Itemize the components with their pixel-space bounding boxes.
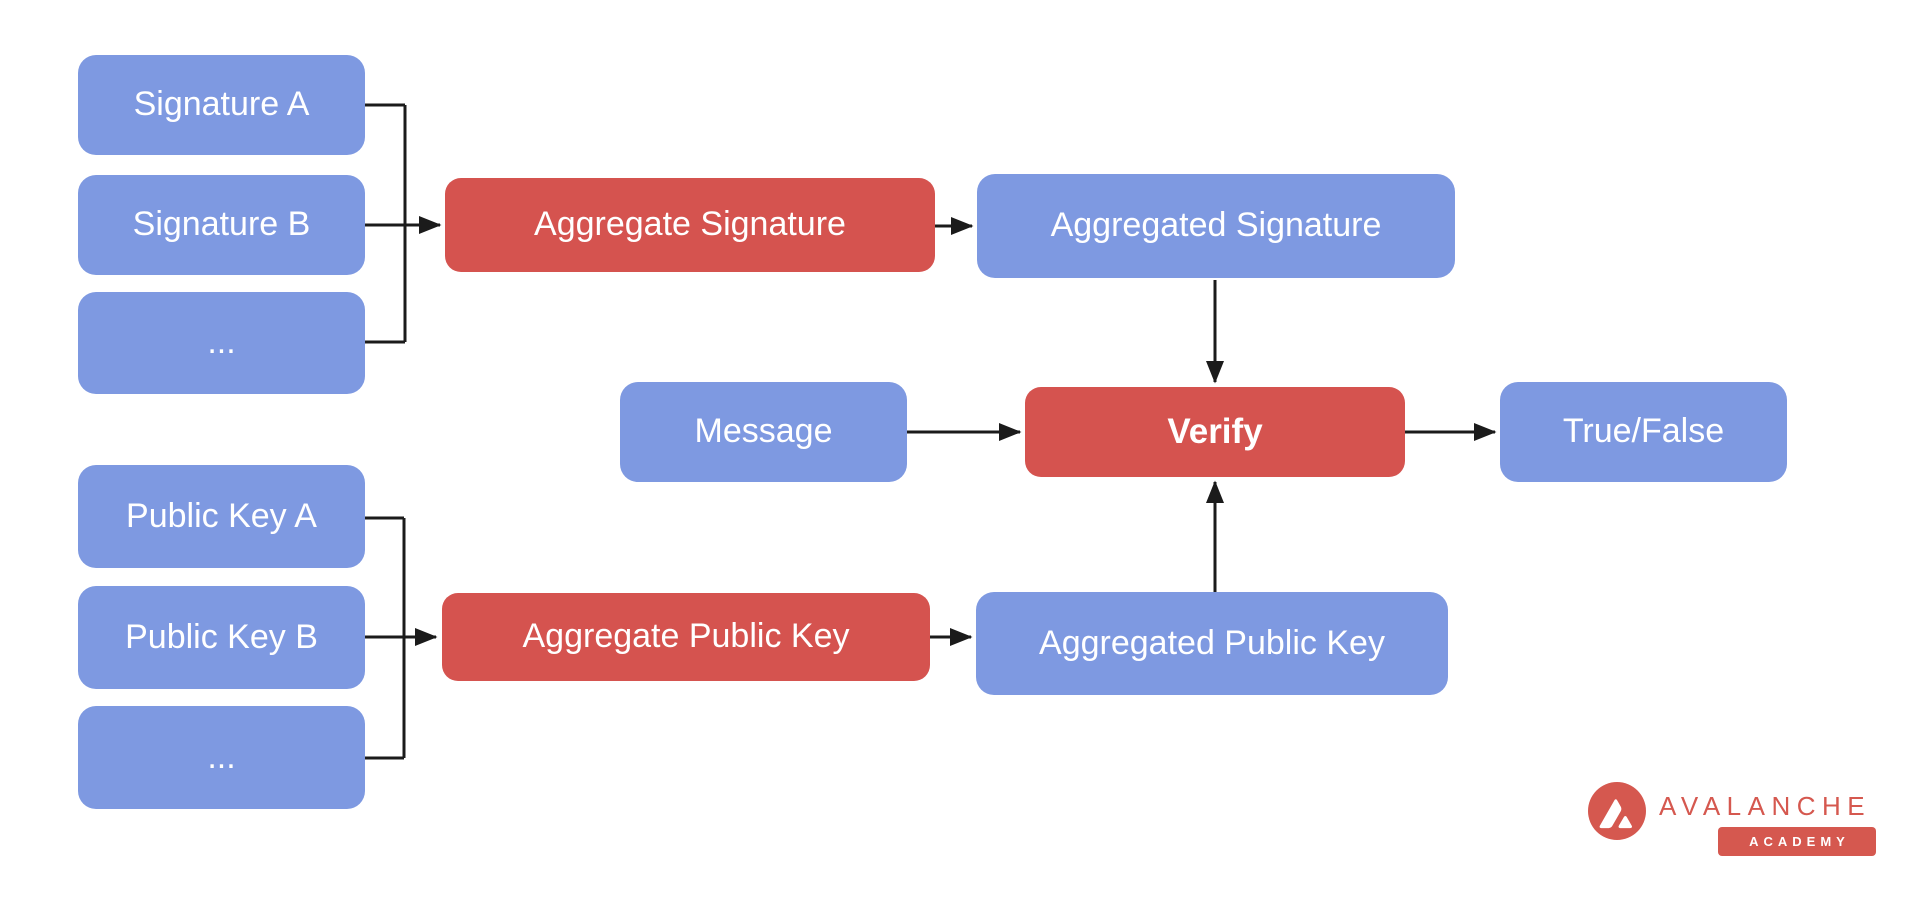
- logo-badge-text: ACADEMY: [1749, 834, 1850, 849]
- logo-academy-badge: ACADEMY: [1718, 827, 1876, 856]
- node-label: Message: [694, 412, 833, 451]
- node-label: ...: [207, 737, 236, 776]
- node-label: Aggregate Signature: [534, 205, 846, 244]
- node-label: Signature A: [133, 85, 310, 124]
- node-verify: Verify: [1025, 387, 1405, 477]
- node-public-key-ellipsis: ...: [78, 706, 365, 809]
- node-label: Aggregate Public Key: [522, 617, 850, 656]
- node-label: Aggregated Public Key: [1039, 623, 1385, 662]
- node-signature-a: Signature A: [78, 55, 365, 155]
- node-label: Verify: [1167, 411, 1263, 451]
- node-signature-ellipsis: ...: [78, 292, 365, 394]
- node-public-key-a: Public Key A: [78, 465, 365, 568]
- node-signature-b: Signature B: [78, 175, 365, 275]
- node-message: Message: [620, 382, 907, 482]
- node-label: True/False: [1562, 412, 1725, 451]
- node-public-key-b: Public Key B: [78, 586, 365, 689]
- node-true-false: True/False: [1500, 382, 1787, 482]
- node-label: Aggregated Signature: [1050, 206, 1382, 245]
- avalanche-triangle-icon: [1588, 782, 1646, 840]
- node-aggregate-signature: Aggregate Signature: [445, 178, 935, 272]
- logo-brand-text: AVALANCHE: [1659, 791, 1872, 821]
- node-aggregated-signature: Aggregated Signature: [977, 174, 1455, 278]
- node-label: ...: [207, 323, 236, 362]
- avalanche-academy-logo: AVALANCHE ACADEMY: [1588, 782, 1880, 858]
- node-aggregated-public-key: Aggregated Public Key: [976, 592, 1448, 695]
- node-aggregate-public-key: Aggregate Public Key: [442, 593, 930, 681]
- node-label: Public Key B: [125, 617, 318, 656]
- node-label: Public Key A: [126, 496, 317, 535]
- node-label: Signature B: [132, 205, 311, 244]
